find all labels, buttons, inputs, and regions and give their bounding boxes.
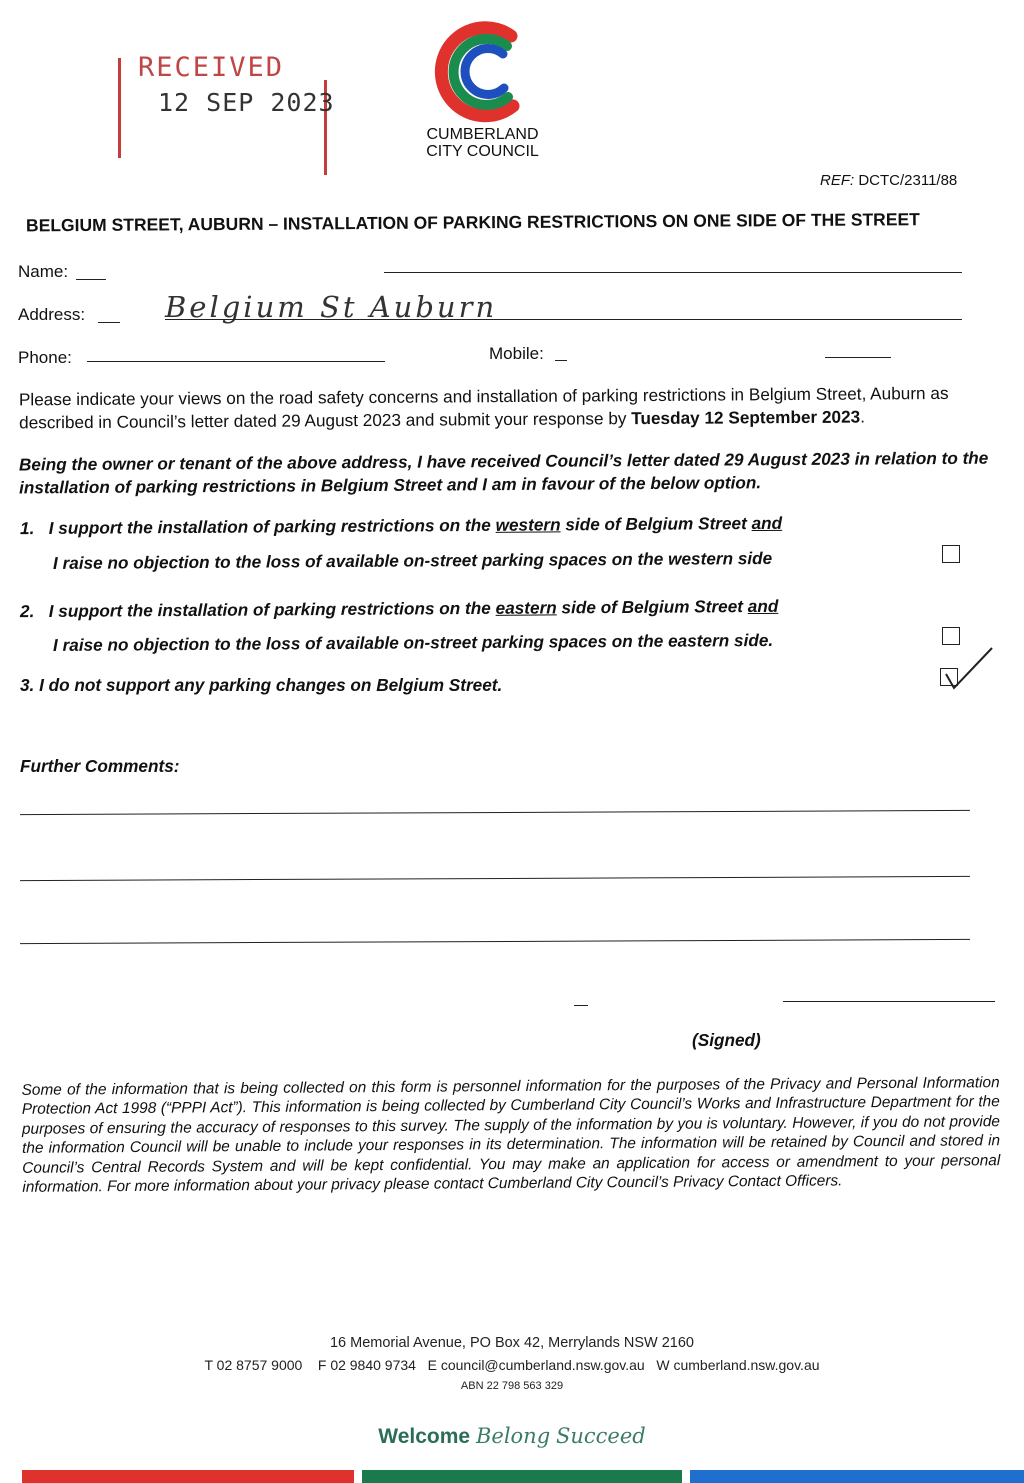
option-2-side: eastern [495, 597, 557, 618]
option-2-text-a: I support the installation of parking re… [48, 597, 496, 621]
welcome-tagline: Welcome Belong Succeed [0, 1424, 1024, 1449]
name-label: Name: [18, 262, 69, 281]
tagline-welcome: Welcome [378, 1425, 471, 1448]
option-1-checkbox[interactable] [942, 545, 960, 563]
option-1-text-b: side of Belgium Street [560, 513, 752, 535]
footer-strip-green [362, 1470, 682, 1483]
option-3-checkbox[interactable] [940, 668, 958, 686]
address-line-left[interactable] [98, 322, 120, 323]
council-name-line1: CUMBERLAND [426, 126, 539, 143]
option-1-line1: 1. I support the installation of parking… [20, 512, 920, 539]
ref-label: REF: [820, 172, 855, 189]
option-2-and: and [747, 595, 779, 617]
received-stamp: RECEIVED 12 SEP 2023 [110, 48, 335, 178]
comments-line-1[interactable] [20, 809, 970, 816]
option-1-line2: I raise no objection to the loss of avai… [52, 547, 773, 574]
option-1-number: 1. [19, 518, 35, 539]
council-name-line2: CITY COUNCIL [426, 143, 539, 160]
option-2-text-b: side of Belgium Street [556, 596, 748, 618]
declaration-paragraph: Being the owner or tenant of the above a… [18, 447, 989, 498]
mobile-label: Mobile: [489, 344, 544, 363]
signed-label: (Signed) [692, 1030, 761, 1050]
signature-line-left[interactable] [574, 1005, 588, 1006]
name-line-right[interactable] [384, 272, 962, 273]
comments-line-2[interactable] [20, 875, 970, 882]
mobile-line-right[interactable] [825, 357, 891, 358]
tagline-succeed: Succeed [555, 1424, 646, 1448]
option-2-checkbox[interactable] [942, 627, 960, 645]
footer-contacts: T 02 8757 9000 F 02 9840 9734 E council@… [204, 1357, 820, 1373]
address-line[interactable] [165, 319, 962, 320]
checkmark-icon [945, 647, 993, 690]
intro-deadline: Tuesday 12 September 2023 [631, 406, 861, 429]
ref-value: DCTC/2311/88 [858, 172, 958, 189]
council-logo-icon [434, 21, 519, 123]
footer-strip-blue [690, 1470, 1024, 1483]
signature-line[interactable] [783, 1001, 995, 1002]
name-line-left[interactable] [76, 279, 106, 280]
address-label: Address: [18, 305, 86, 324]
footer-strip-red [22, 1470, 354, 1483]
stamp-date-text: 12 SEP 2023 [158, 88, 335, 117]
option-2-line2: I raise no objection to the loss of avai… [52, 629, 774, 656]
reference-number: REF: DCTC/2311/88 [820, 172, 957, 189]
phone-line[interactable] [87, 361, 385, 362]
option-1-text-a: I support the installation of parking re… [48, 514, 496, 538]
further-comments-label: Further Comments: [20, 756, 180, 776]
mobile-line-left[interactable] [555, 360, 567, 361]
comments-line-3[interactable] [20, 938, 970, 945]
footer-abn: ABN 22 798 563 329 [460, 1380, 564, 1392]
option-3-text: 3. I do not support any parking changes … [20, 675, 503, 695]
form-title: BELGIUM STREET, AUBURN – INSTALLATION OF… [25, 209, 920, 236]
stamp-border-right [324, 80, 327, 175]
option-1-and: and [751, 512, 783, 534]
option-2-number: 2. [19, 601, 35, 622]
phone-label: Phone: [18, 348, 72, 367]
stamp-received-text: RECEIVED [138, 52, 285, 83]
privacy-statement: Some of the information that is being co… [21, 1074, 1001, 1196]
intro-end: . [860, 406, 866, 427]
footer-address: 16 Memorial Avenue, PO Box 42, Merryland… [329, 1335, 694, 1351]
address-handwritten-value: Belgium St Auburn [165, 290, 498, 324]
stamp-border-left [118, 58, 121, 158]
council-logo: CUMBERLAND CITY COUNCIL [420, 14, 545, 174]
intro-paragraph: Please indicate your views on the road s… [19, 382, 999, 435]
option-2-line1: 2. I support the installation of parking… [20, 595, 920, 622]
option-1-side: western [495, 514, 561, 535]
tagline-belong: Belong [475, 1424, 551, 1448]
